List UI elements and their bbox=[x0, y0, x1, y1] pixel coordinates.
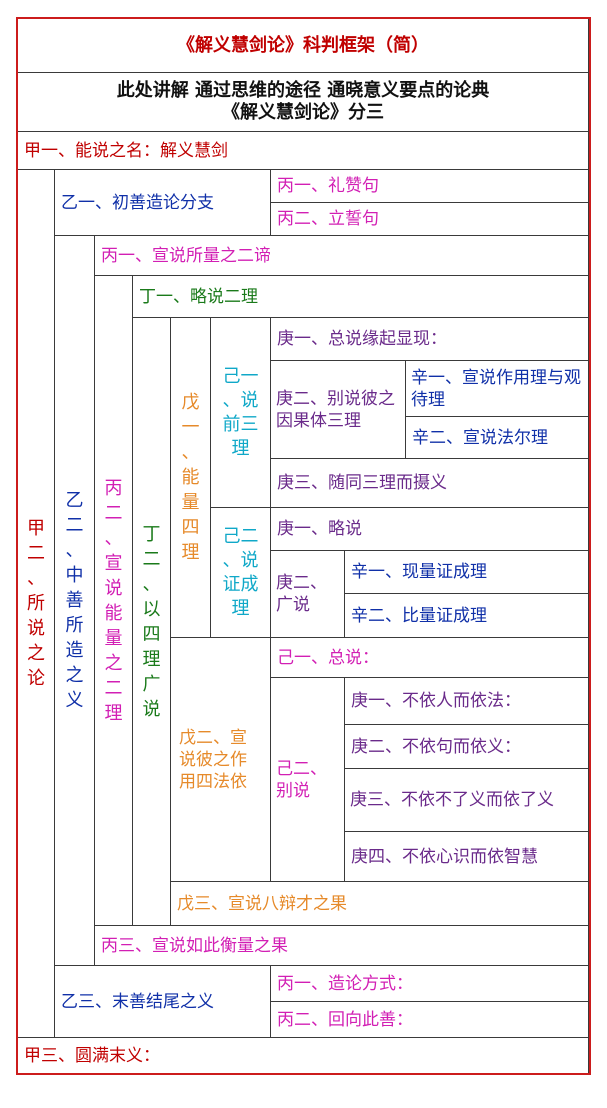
ding1-cell: 丁一、略说二理 bbox=[133, 276, 589, 318]
table-title: 《解义慧剑论》科判框架（简） bbox=[18, 19, 589, 73]
wu1-cell: 戊一、能量四理 bbox=[171, 318, 211, 638]
bing3-2-cell: 丙二、回向此善： bbox=[271, 1002, 589, 1038]
geng3-1-cell: 庚一、不依人而依法： bbox=[345, 678, 589, 725]
bing2-2-cell: 丙二、宣说能量之二理 bbox=[95, 276, 133, 926]
ji2-cell: 己二、说证成理 bbox=[211, 508, 271, 638]
subtitle-line-1: 此处讲解 通过思维的途径 通晓意义要点的论典 bbox=[116, 80, 490, 101]
geng1-3-cell: 庚三、随同三理而摄义 bbox=[271, 459, 589, 508]
wu2-cell: 戊二、宣说彼之作用四法依 bbox=[171, 638, 271, 882]
table-subtitle: 此处讲解 通过思维的途径 通晓意义要点的论典 《解义慧剑论》分三 bbox=[18, 73, 589, 132]
bing1-1-cell: 丙一、礼赞句 bbox=[271, 170, 589, 203]
outline-table: 《解义慧剑论》科判框架（简） 此处讲解 通过思维的途径 通晓意义要点的论典 《解… bbox=[16, 17, 591, 1075]
jia2-cell: 甲二、所说之论 bbox=[18, 170, 55, 1038]
ding2-cell: 丁二、以四理广说 bbox=[133, 318, 171, 926]
bing1-2-cell: 丙二、立誓句 bbox=[271, 203, 589, 236]
yi1-cell: 乙一、初善造论分支 bbox=[55, 170, 271, 236]
bing2-1-cell: 丙一、宣说所量之二谛 bbox=[95, 236, 589, 276]
geng1-2-cell: 庚二、别说彼之因果体三理 bbox=[271, 361, 406, 459]
xin2-2-cell: 辛二、比量证成理 bbox=[345, 594, 589, 638]
geng3-4-cell: 庚四、不依心识而依智慧 bbox=[345, 832, 589, 882]
geng2-1-cell: 庚一、略说 bbox=[271, 508, 589, 551]
ji-bie-cell: 己二、别说 bbox=[271, 678, 345, 882]
xin1-1-cell: 辛一、宣说作用理与观待理 bbox=[406, 361, 589, 417]
geng3-2-cell: 庚二、不依句而依义： bbox=[345, 725, 589, 769]
xin1-2-cell: 辛二、宣说法尔理 bbox=[406, 417, 589, 459]
ji-zong-cell: 己一、总说： bbox=[271, 638, 589, 678]
geng1-1-cell: 庚一、总说缘起显现： bbox=[271, 318, 589, 361]
yi3-cell: 乙三、末善结尾之义 bbox=[55, 966, 271, 1038]
bing2-3-cell: 丙三、宣说如此衡量之果 bbox=[95, 926, 589, 966]
jia3-row: 甲三、圆满末义： bbox=[18, 1038, 589, 1073]
bing3-1-cell: 丙一、造论方式： bbox=[271, 966, 589, 1002]
yi2-cell: 乙二、中善所造之义 bbox=[55, 236, 95, 966]
subtitle-line-2: 《解义慧剑论》分三 bbox=[222, 102, 384, 123]
wu3-cell: 戊三、宣说八辩才之果 bbox=[171, 882, 589, 926]
geng3-3-cell: 庚三、不依不了义而依了义 bbox=[345, 769, 589, 832]
ji1-cell: 己一、说前三理 bbox=[211, 318, 271, 508]
geng2-2-cell: 庚二、广说 bbox=[271, 551, 345, 638]
jia1-row: 甲一、能说之名：解义慧剑 bbox=[18, 132, 589, 170]
xin2-1-cell: 辛一、现量证成理 bbox=[345, 551, 589, 594]
